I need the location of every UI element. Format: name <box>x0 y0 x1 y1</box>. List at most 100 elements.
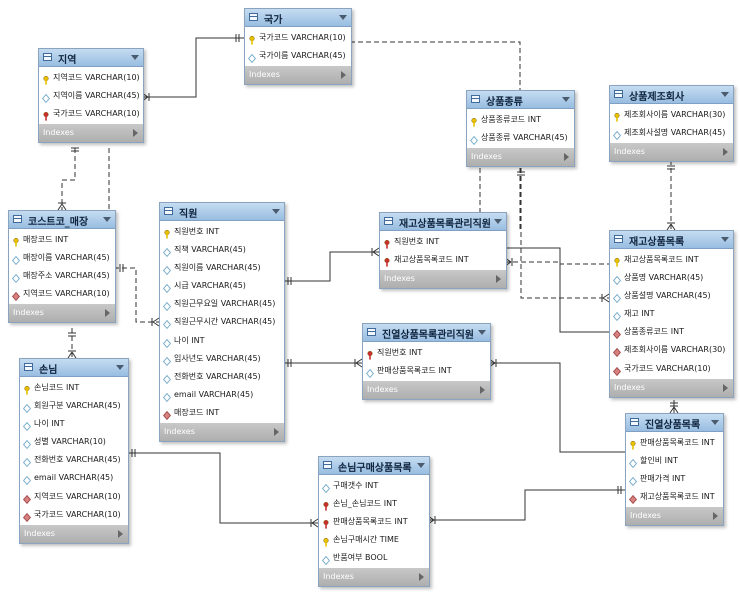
table-header[interactable]: 상품종류 <box>467 91 574 109</box>
rel-employee-invmgr[interactable] <box>283 251 379 282</box>
column-row[interactable]: 재고상품목록코드 INT <box>626 488 723 506</box>
table-header[interactable]: 진열상품목록 <box>626 414 723 432</box>
column-row[interactable]: 직원근무시간 VARCHAR(45) <box>160 313 284 331</box>
collapse-arrow-icon[interactable] <box>562 97 570 102</box>
column-row[interactable]: 회원구분 VARCHAR(45) <box>20 397 128 415</box>
column-row[interactable]: 지역코드 VARCHAR(10) <box>20 488 128 506</box>
column-row[interactable]: 지역코드 VARCHAR(10) <box>9 285 115 303</box>
collapse-arrow-icon[interactable] <box>103 217 111 222</box>
indexes-bar[interactable]: Indexes <box>39 124 143 143</box>
indexes-bar[interactable]: Indexes <box>380 270 506 289</box>
column-row[interactable]: 제조회사이름 VARCHAR(30) <box>610 341 733 359</box>
column-row[interactable]: 직원번호 INT <box>160 223 284 241</box>
column-row[interactable]: 상품종류코드 INT <box>610 323 733 341</box>
rel-region-store[interactable] <box>61 148 76 210</box>
collapse-arrow-icon[interactable] <box>721 92 729 97</box>
collapse-arrow-icon[interactable] <box>272 209 280 214</box>
collapse-arrow-icon[interactable] <box>339 15 347 20</box>
column-row[interactable]: 상품명 VARCHAR(45) <box>610 269 733 287</box>
column-row[interactable]: 제조회사설명 VARCHAR(45) <box>610 124 733 142</box>
collapse-arrow-icon[interactable] <box>478 330 486 335</box>
column-row[interactable]: 손님구매시간 TIME <box>319 531 429 549</box>
rel-dispmgr-display[interactable] <box>489 362 625 453</box>
indexes-bar[interactable]: Indexes <box>610 378 733 397</box>
expand-arrow-icon[interactable] <box>419 573 424 582</box>
expand-arrow-icon[interactable] <box>274 428 279 437</box>
indexes-bar[interactable]: Indexes <box>626 507 723 526</box>
column-row[interactable]: 국가코드 VARCHAR(10) <box>20 506 128 524</box>
column-row[interactable]: 손님_손님코드 INT <box>319 495 429 513</box>
rel-country-region[interactable] <box>142 37 244 98</box>
column-row[interactable]: 판매상품목록코드 INT <box>363 362 490 380</box>
column-row[interactable]: 반품여부 BOOL <box>319 549 429 567</box>
indexes-bar[interactable]: Indexes <box>610 143 733 162</box>
column-row[interactable]: 직원이름 VARCHAR(45) <box>160 259 284 277</box>
indexes-bar[interactable]: Indexes <box>160 423 284 442</box>
table-header[interactable]: 재고상품목록관리직원 <box>380 213 506 231</box>
rel-invmgr-inventory-2[interactable] <box>505 247 609 333</box>
expand-arrow-icon[interactable] <box>713 512 718 521</box>
column-row[interactable]: 국가코드 VARCHAR(10) <box>245 29 351 47</box>
table-header[interactable]: 코스트코_매장 <box>9 211 115 229</box>
column-row[interactable]: 직원번호 INT <box>363 344 490 362</box>
column-row[interactable]: 재고 INT <box>610 305 733 323</box>
column-row[interactable]: 직책 VARCHAR(45) <box>160 241 284 259</box>
collapse-arrow-icon[interactable] <box>711 420 719 425</box>
column-row[interactable]: 나이 INT <box>20 415 128 433</box>
column-row[interactable]: 손님코드 INT <box>20 379 128 397</box>
table-header[interactable]: 상품제조회사 <box>610 86 733 104</box>
indexes-bar[interactable]: Indexes <box>20 524 128 543</box>
expand-arrow-icon[interactable] <box>118 529 123 538</box>
column-row[interactable]: 재고상품목록코드 INT <box>380 251 506 269</box>
collapse-arrow-icon[interactable] <box>494 219 502 224</box>
table-header[interactable]: 직원 <box>160 203 284 221</box>
column-row[interactable]: 직원근무요일 VARCHAR(45) <box>160 295 284 313</box>
indexes-bar[interactable]: Indexes <box>9 304 115 323</box>
column-row[interactable]: email VARCHAR(45) <box>160 386 284 404</box>
table-header[interactable]: 지역 <box>39 49 143 67</box>
column-row[interactable]: 국가이름 VARCHAR(45) <box>245 47 351 65</box>
column-row[interactable]: 성별 VARCHAR(10) <box>20 433 128 451</box>
expand-arrow-icon[interactable] <box>133 129 138 138</box>
column-row[interactable]: 판매상품목록코드 INT <box>319 513 429 531</box>
collapse-arrow-icon[interactable] <box>116 365 124 370</box>
rel-customer-purchase[interactable] <box>127 452 318 524</box>
collapse-arrow-icon[interactable] <box>417 463 425 468</box>
indexes-bar[interactable]: Indexes <box>319 568 429 587</box>
table-header[interactable]: 손님 <box>20 359 128 377</box>
indexes-bar[interactable]: Indexes <box>363 381 490 400</box>
expand-arrow-icon[interactable] <box>480 386 485 395</box>
rel-category-inventory[interactable] <box>520 168 609 299</box>
table-header[interactable]: 국가 <box>245 9 351 27</box>
column-row[interactable]: 구매갯수 INT <box>319 477 429 495</box>
rel-store-employee[interactable] <box>114 267 159 323</box>
column-row[interactable]: 국가코드 VARCHAR(10) <box>39 105 143 123</box>
column-row[interactable]: 시급 VARCHAR(45) <box>160 277 284 295</box>
column-row[interactable]: 판매가격 INT <box>626 470 723 488</box>
column-row[interactable]: 상품설명 VARCHAR(45) <box>610 287 733 305</box>
column-row[interactable]: 매장코드 INT <box>160 404 284 422</box>
column-row[interactable]: 매장이름 VARCHAR(45) <box>9 249 115 267</box>
column-row[interactable]: 상품종류코드 INT <box>467 111 574 129</box>
indexes-bar[interactable]: Indexes <box>467 148 574 167</box>
column-row[interactable]: email VARCHAR(45) <box>20 469 128 487</box>
indexes-bar[interactable]: Indexes <box>245 66 351 85</box>
collapse-arrow-icon[interactable] <box>721 237 729 242</box>
column-row[interactable]: 상품종류 VARCHAR(45) <box>467 129 574 147</box>
column-row[interactable]: 나이 INT <box>160 332 284 350</box>
column-row[interactable]: 직원번호 INT <box>380 233 506 251</box>
column-row[interactable]: 할인비 INT <box>626 452 723 470</box>
column-row[interactable]: 재고상품목록코드 INT <box>610 251 733 269</box>
expand-arrow-icon[interactable] <box>496 275 501 284</box>
column-row[interactable]: 매장코드 INT <box>9 231 115 249</box>
